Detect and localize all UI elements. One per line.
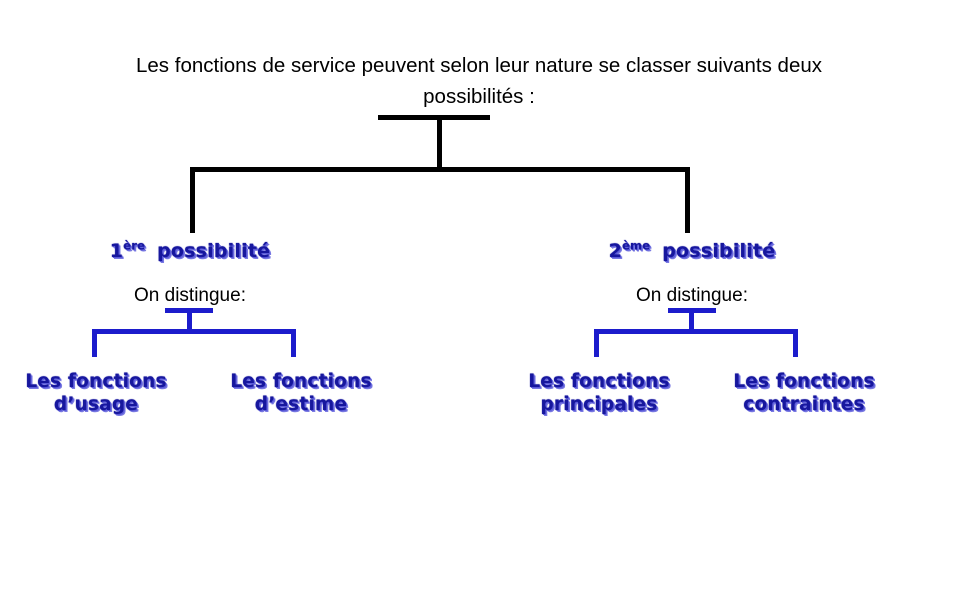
branch-1-sub-label: On distingue: [134, 285, 246, 306]
root-bracket-leg-right [685, 167, 690, 233]
leaf-usage: Les fonctions d’usage [25, 371, 167, 415]
branch-2-heading: 2ème possibilité [562, 240, 822, 262]
branch-1-heading-number: 1 [109, 240, 124, 262]
title-underline [378, 115, 490, 120]
branch-2-bracket-leg-left [594, 329, 599, 357]
branch-2-bracket-horizontal [594, 329, 798, 334]
branch-1-bracket-leg-right [291, 329, 296, 357]
leaf-principales: Les fonctions principales [528, 371, 670, 415]
root-bracket-leg-left [190, 167, 195, 233]
branch-1-stem-line [187, 308, 192, 333]
root-stem-line [437, 115, 442, 171]
branch-2-heading-rest: possibilité [662, 240, 776, 262]
branch-1-bracket-leg-left [92, 329, 97, 357]
branch-2-sub-label: On distingue: [636, 285, 748, 306]
leaf-contraintes: Les fonctions contraintes [733, 371, 875, 415]
branch-2-bracket-leg-right [793, 329, 798, 357]
leaf-estime: Les fonctions d’estime [230, 371, 372, 415]
branch-1-bracket-horizontal [92, 329, 296, 334]
branch-1-heading: 1ère possibilité [60, 240, 320, 262]
branch-1-heading-superscript: ère [123, 238, 146, 253]
root-bracket-horizontal [190, 167, 690, 172]
branch-2-stem-line [689, 308, 694, 333]
branch-2-heading-superscript: ème [622, 238, 651, 253]
page-title: Les fonctions de service peuvent selon l… [136, 54, 822, 108]
branch-1-heading-rest: possibilité [157, 240, 271, 262]
branch-2-heading-number: 2 [608, 240, 623, 262]
